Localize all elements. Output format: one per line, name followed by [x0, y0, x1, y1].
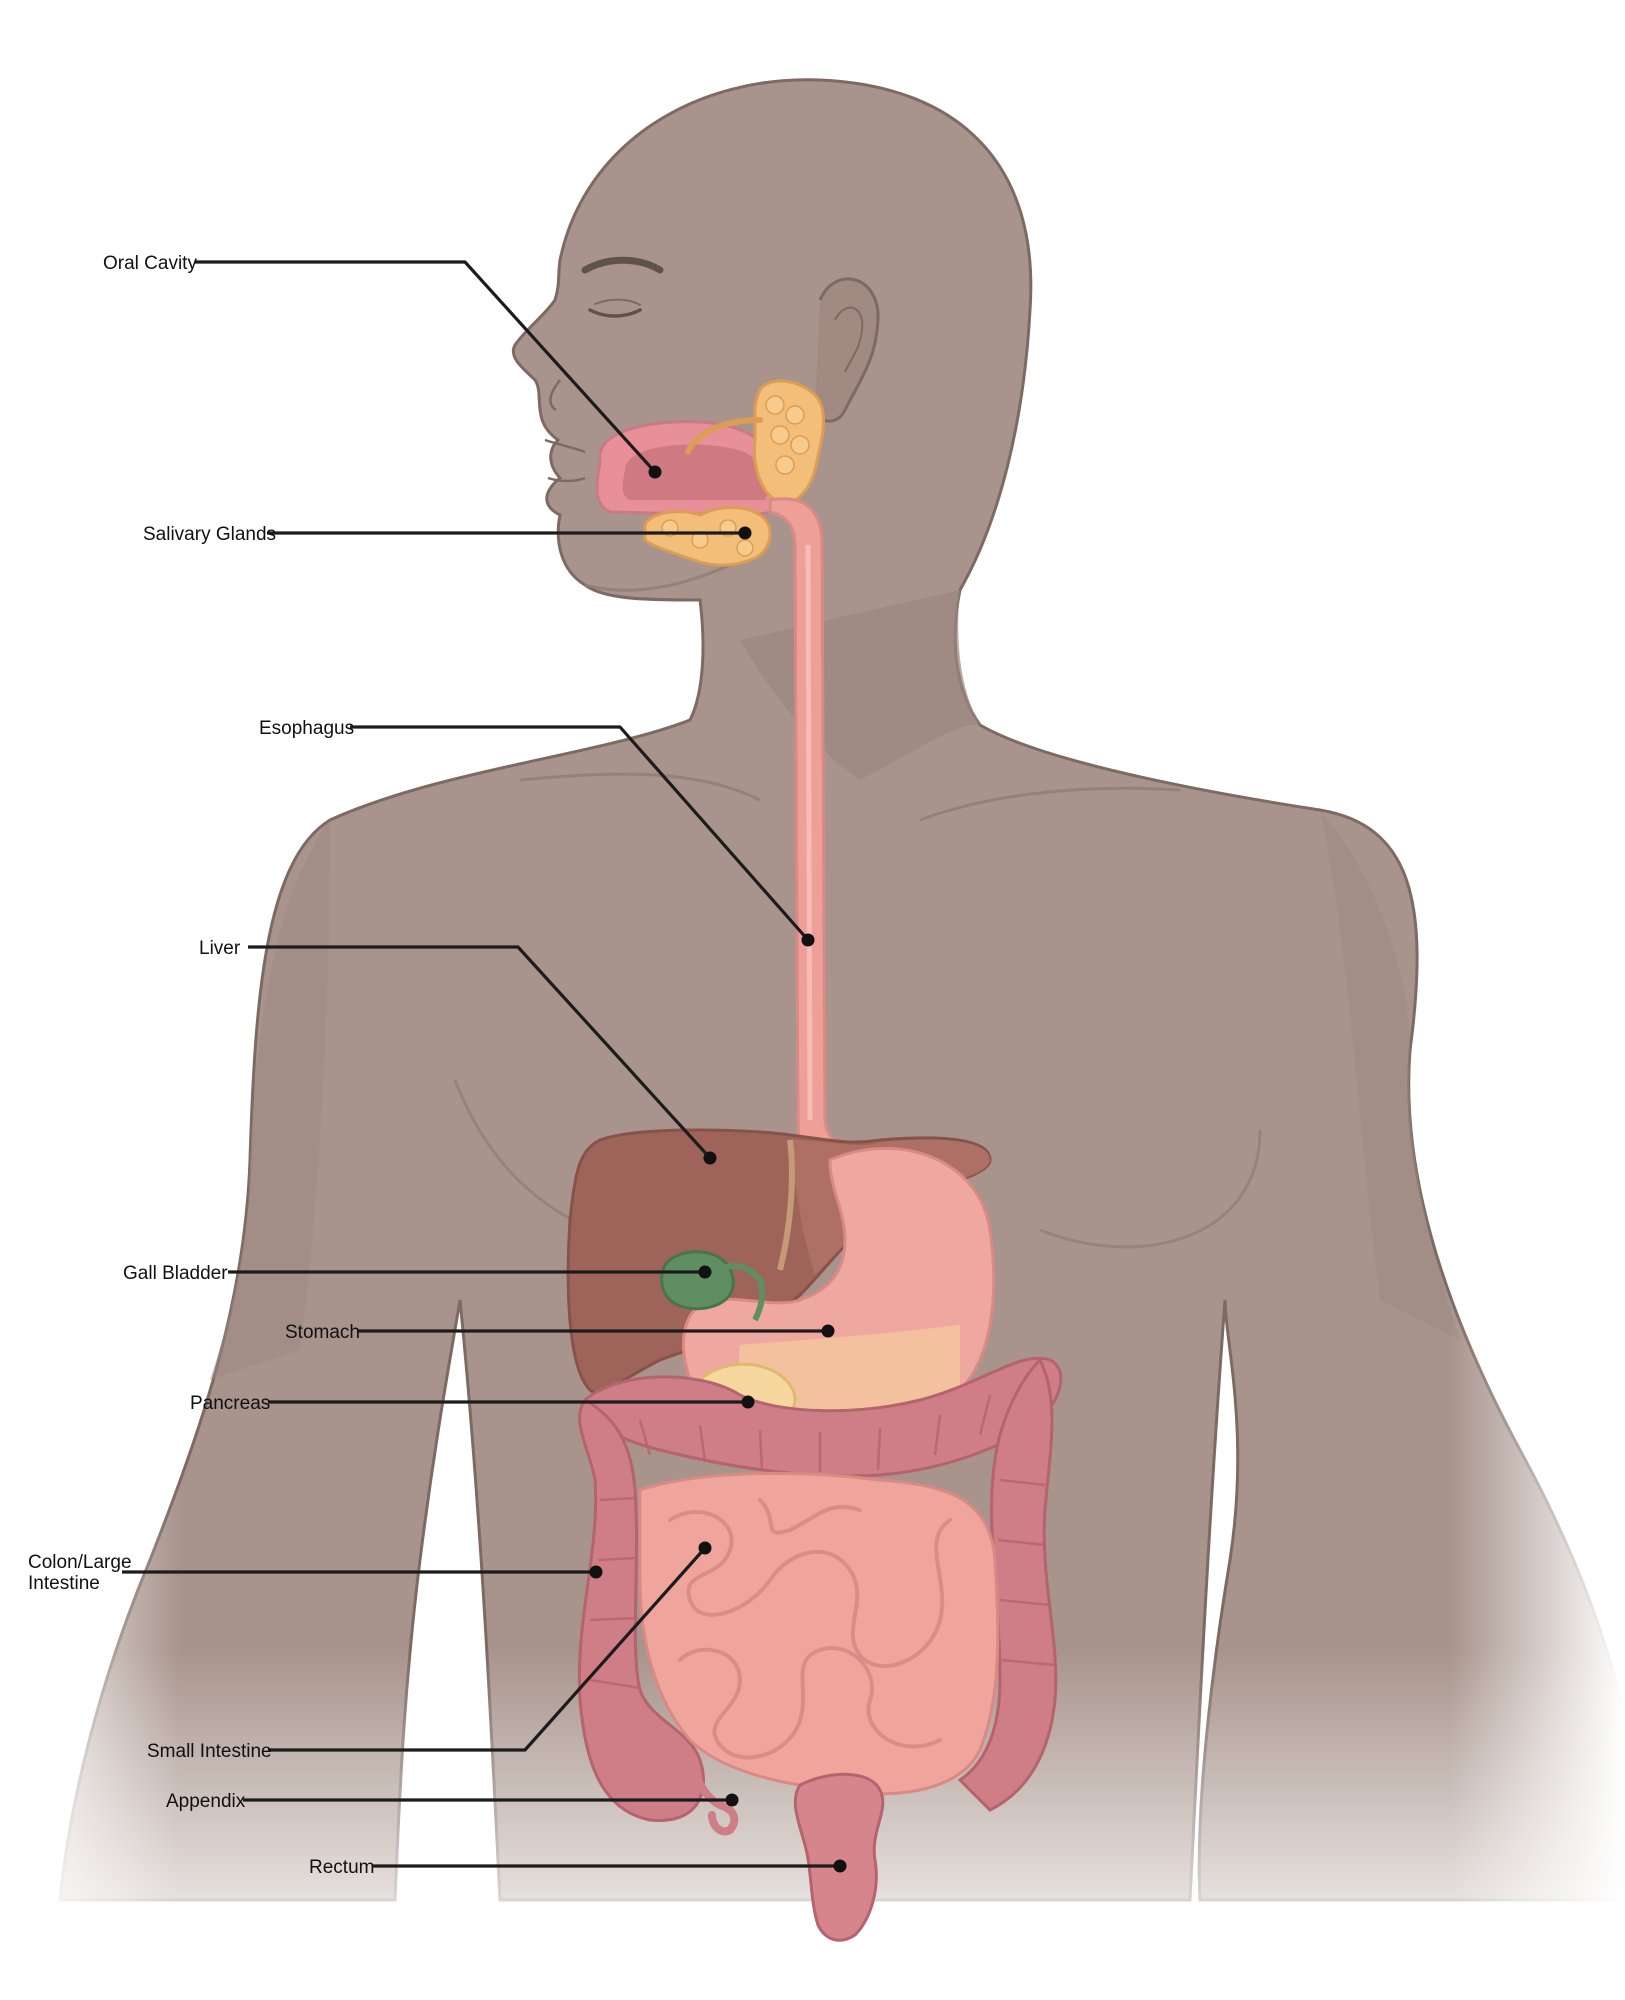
- labels: Oral Cavity Salivary Glands Esophagus Li…: [28, 253, 374, 1878]
- leader-oral-cavity: [195, 260, 657, 474]
- dot-stomach: [821, 1324, 835, 1338]
- dot-esophagus: [801, 933, 815, 947]
- label-liver: Liver: [199, 938, 241, 959]
- dot-salivary-glands: [738, 526, 752, 540]
- appendix: [686, 1756, 739, 1836]
- leader-lines: [122, 260, 847, 1873]
- small-intestine: [638, 1471, 1000, 1796]
- dot-gall-bladder: [698, 1265, 712, 1279]
- dot-colon: [589, 1565, 603, 1579]
- leader-liver: [248, 945, 712, 1160]
- label-rectum: Rectum: [309, 1857, 374, 1878]
- dot-liver: [703, 1151, 717, 1165]
- label-appendix: Appendix: [166, 1791, 246, 1812]
- label-small-intestine: Small Intestine: [147, 1741, 272, 1762]
- dot-pancreas: [741, 1395, 755, 1409]
- salivary-glands: [643, 379, 825, 567]
- gall-bladder: [660, 1250, 766, 1322]
- dot-rectum: [833, 1859, 847, 1873]
- label-colon-line2: Intestine: [28, 1573, 100, 1594]
- oral-cavity: [595, 420, 792, 517]
- label-gall-bladder: Gall Bladder: [123, 1263, 228, 1284]
- dot-oral-cavity: [648, 465, 662, 479]
- label-esophagus: Esophagus: [259, 718, 354, 739]
- dot-small-intestine: [698, 1541, 712, 1555]
- label-colon-line1: Colon/Large: [28, 1552, 132, 1573]
- label-stomach: Stomach: [285, 1322, 360, 1343]
- colon-large-intestine: [577, 1356, 1063, 1822]
- rectum: [793, 1772, 885, 1942]
- dot-appendix: [725, 1793, 739, 1807]
- label-oral-cavity: Oral Cavity: [103, 253, 197, 274]
- label-pancreas: Pancreas: [190, 1393, 270, 1414]
- label-salivary-glands: Salivary Glands: [143, 524, 276, 545]
- leader-esophagus: [350, 725, 810, 942]
- leader-small-intestine: [268, 1546, 707, 1752]
